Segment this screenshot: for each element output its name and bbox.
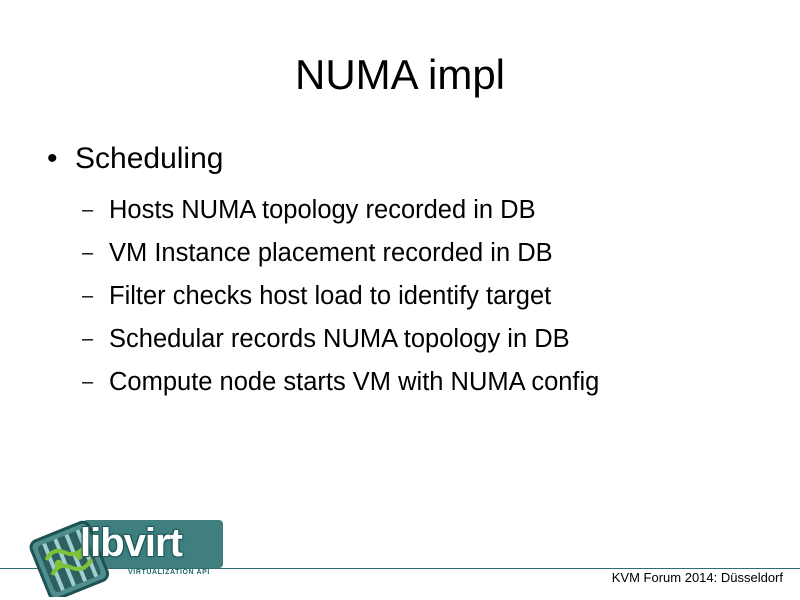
logo-cage — [29, 520, 110, 597]
dash-icon: – — [82, 371, 94, 393]
sub-item: – VM Instance placement recorded in DB — [47, 237, 777, 269]
sub-list: – Hosts NUMA topology recorded in DB – V… — [47, 194, 777, 398]
footer-text: KVM Forum 2014: Düsseldorf — [611, 570, 783, 585]
dash-icon: – — [82, 328, 94, 350]
dash-icon: – — [82, 285, 94, 307]
logo-tagline: VIRTUALIZATION API — [128, 569, 210, 576]
sub-item-text: Hosts NUMA topology recorded in DB — [109, 196, 536, 224]
sub-list-container: – Hosts NUMA topology recorded in DB – V… — [47, 194, 777, 398]
sub-item-text: Schedular records NUMA topology in DB — [109, 325, 570, 353]
logo-wordmark: libvirt — [80, 521, 183, 565]
sub-item-text: Filter checks host load to identify targ… — [109, 282, 552, 310]
dash-icon: – — [82, 199, 94, 221]
logo-banner — [83, 520, 223, 568]
sub-item: – Compute node starts VM with NUMA confi… — [47, 366, 777, 398]
bullet-list: • Scheduling – Hosts NUMA topology recor… — [47, 140, 777, 409]
dash-icon: – — [82, 242, 94, 264]
bullet-item: • Scheduling — [47, 140, 777, 178]
slide-title: NUMA impl — [294, 51, 506, 98]
bullet-text: Scheduling — [75, 142, 224, 175]
sub-item-text: Compute node starts VM with NUMA config — [109, 368, 600, 396]
sub-item: – Filter checks host load to identify ta… — [47, 280, 777, 312]
sub-item: – Schedular records NUMA topology in DB — [47, 323, 777, 355]
bullet-dot-icon: • — [47, 142, 58, 175]
footer-divider — [0, 568, 800, 569]
sub-item: – Hosts NUMA topology recorded in DB — [47, 194, 777, 226]
sub-item-text: VM Instance placement recorded in DB — [109, 239, 553, 267]
libvirt-logo-icon — [29, 520, 223, 597]
